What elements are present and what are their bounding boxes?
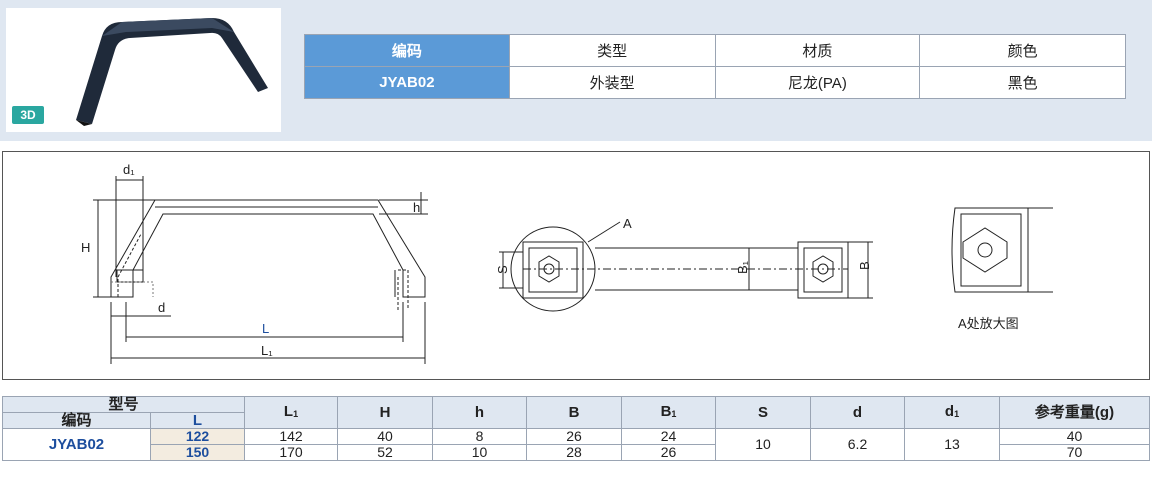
3d-badge[interactable]: 3D [12,106,44,124]
cell-B: 28 [526,444,622,461]
dimension-table: 型号 L1 H h B B1 S d d1 参考重量(g) 编码 L JYAB0… [2,396,1150,461]
spec-value-material: 尼龙(PA) [714,66,921,99]
table-row: JYAB02 122 142 40 8 26 24 10 6.2 13 40 [2,428,1150,461]
label-d1: d₁ [123,162,135,177]
cell-d1: 13 [904,428,1000,461]
product-photo [6,8,281,132]
label-S: S [495,265,510,274]
cell-L1: 142 [244,428,338,445]
handle-photo-icon [76,18,268,126]
header-L1: L1 [244,396,338,429]
label-A: A [623,216,632,231]
cell-B1: 26 [621,444,716,461]
header-model: 型号 [2,396,245,413]
header-B: B [526,396,622,429]
detail-caption: A处放大图 [958,316,1019,331]
row-code: JYAB02 [2,428,151,461]
cell-H: 52 [337,444,433,461]
label-B: B [857,261,872,270]
header-weight: 参考重量(g) [999,396,1150,429]
cell-S: 10 [715,428,811,461]
spec-header-color: 颜色 [919,34,1126,67]
cell-weight: 40 [999,428,1150,445]
header-S: S [715,396,811,429]
label-h: h [413,200,420,215]
header-h: h [432,396,527,429]
header-d1: d1 [904,396,1000,429]
header-H: H [337,396,433,429]
top-view [499,221,873,312]
header-B1: B1 [621,396,716,429]
label-d: d [158,300,165,315]
spec-value-type: 外装型 [508,66,716,99]
cell-B: 26 [526,428,622,445]
cell-B1: 24 [621,428,716,445]
spec-value-color: 黑色 [919,66,1126,99]
spec-header-type: 类型 [508,34,716,67]
side-view [93,176,428,364]
cell-h: 10 [432,444,527,461]
cell-weight: 70 [999,444,1150,461]
cell-L1: 170 [244,444,338,461]
label-L: L [262,321,269,336]
label-H: H [81,240,90,255]
header-d: d [810,396,905,429]
spec-header-code: 编码 [304,34,510,67]
header-L: L [150,412,245,429]
cell-d: 6.2 [810,428,905,461]
spec-table: 编码 类型 材质 颜色 JYAB02 外装型 尼龙(PA) 黑色 [304,34,1126,99]
cell-L: 150 [150,444,245,461]
cell-H: 40 [337,428,433,445]
label-L1: L₁ [261,343,273,358]
table-row: 150 170 52 10 28 26 70 [3,444,1150,461]
cell-h: 8 [432,428,527,445]
spec-value-code: JYAB02 [304,66,510,99]
detail-a [951,207,1053,293]
label-B1: B₁ [735,260,750,274]
technical-drawing: d₁ h H d L L₁ A S B₁ B [2,151,1150,380]
spec-header-material: 材质 [714,34,921,67]
cell-L: 122 [150,428,245,445]
header-code: 编码 [2,412,151,429]
